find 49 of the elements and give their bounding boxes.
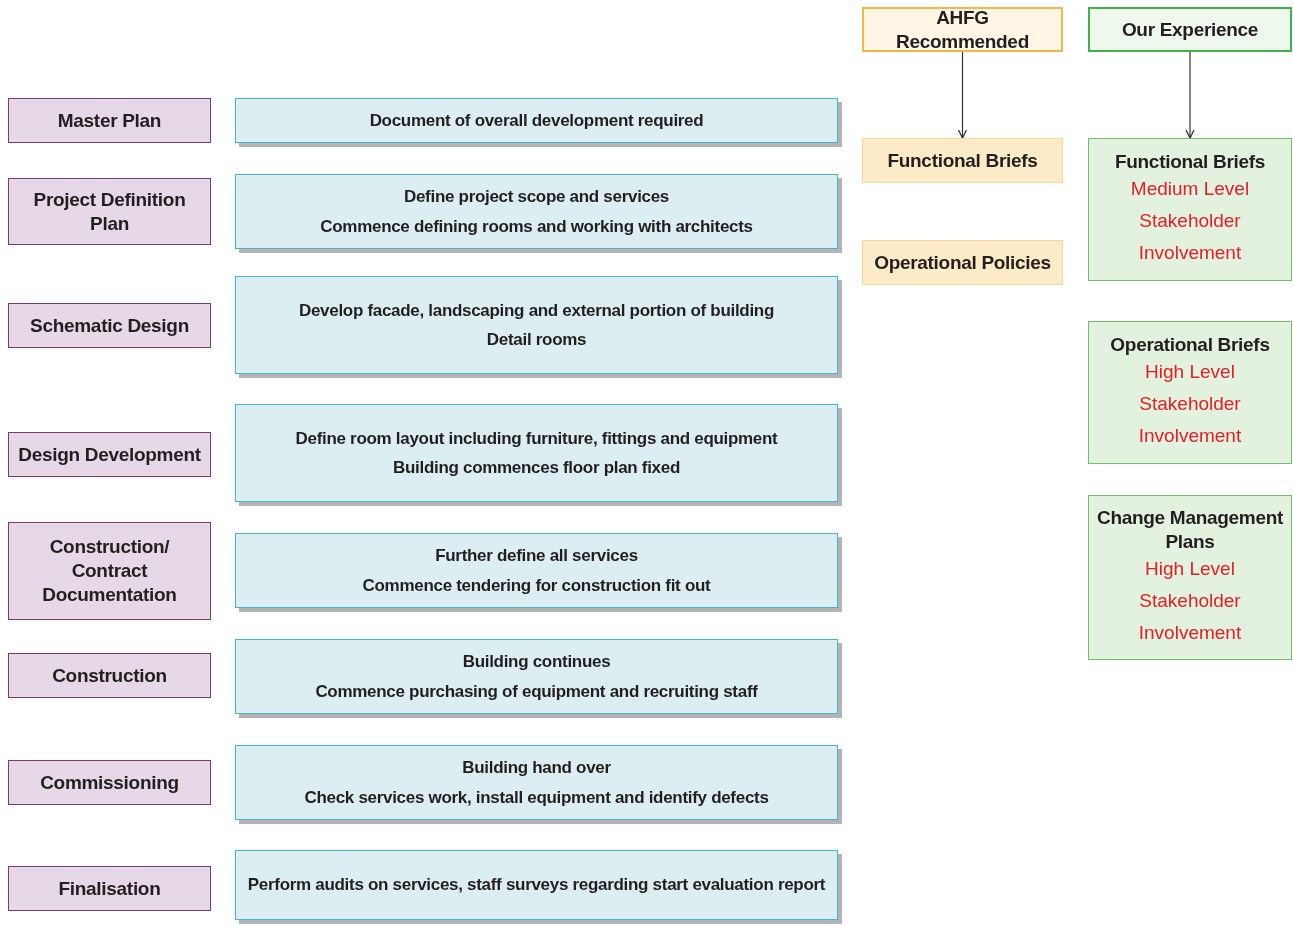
box-title: Change Management Plans [1097,505,1283,554]
header-box [1088,7,1292,52]
brief-box [1088,321,1292,464]
involvement-text: High Level Stakeholder Involvement [1137,360,1243,449]
phase-box [8,760,211,805]
step-text: Define project scope and services [403,186,670,208]
step-text: Define room layout including furniture, fittings and equipment [295,427,778,449]
box-title: Functional Briefs [887,148,1038,173]
brief-box [1088,138,1292,281]
phase-label: Master Plan [57,108,162,133]
box-title: Operational Policies [874,250,1051,275]
step-text: Building hand over [462,757,611,779]
step-text: Commence defining rooms and working with architects [320,215,753,237]
phase-box [8,866,211,911]
arrow [957,51,968,139]
brief-box [1088,495,1292,660]
phase-box [8,98,211,143]
header-box [862,7,1063,52]
arrow [1185,51,1195,139]
phase-label: Project Definition Plan [32,187,187,236]
step-text: Develop facade, landscaping and external portion of building [298,299,775,321]
step-text: Check services work, install equipment and identify defects [304,786,769,808]
phase-label: Construction/ Contract Documentation [41,535,178,607]
brief-box [862,240,1063,285]
phase-box [8,303,211,348]
phase-box [8,522,211,620]
phase-label: Construction [52,663,167,688]
step-text: Building continues [462,651,611,673]
box-title: Our Experience [1121,17,1259,42]
box-title: Functional Briefs [1114,149,1266,174]
step-text: Commence tendering for construction fit out [362,574,711,596]
step-text: Perform audits on services, staff surveys regarding start evaluation report [247,874,826,896]
brief-box [862,138,1063,183]
phase-label: Finalisation [58,876,161,901]
box-title: AHFG Recommended [895,5,1030,54]
phase-label: Schematic Design [30,313,189,338]
box-title: Operational Briefs [1110,332,1270,357]
phase-label: Commissioning [40,770,179,795]
phase-box [8,432,211,477]
step-text: Further define all services [435,545,638,567]
phase-label: Design Development [18,442,201,467]
step-text: Detail rooms [486,329,587,351]
phase-box [8,178,211,245]
involvement-text: High Level Stakeholder Involvement [1137,557,1243,646]
phase-box [8,653,211,698]
involvement-text: Medium Level Stakeholder Involvement [1129,177,1251,266]
step-text: Building commences floor plan fixed [392,457,680,479]
step-text: Commence purchasing of equipment and recruiting staff [315,680,758,702]
step-text: Document of overall development required [369,109,704,132]
